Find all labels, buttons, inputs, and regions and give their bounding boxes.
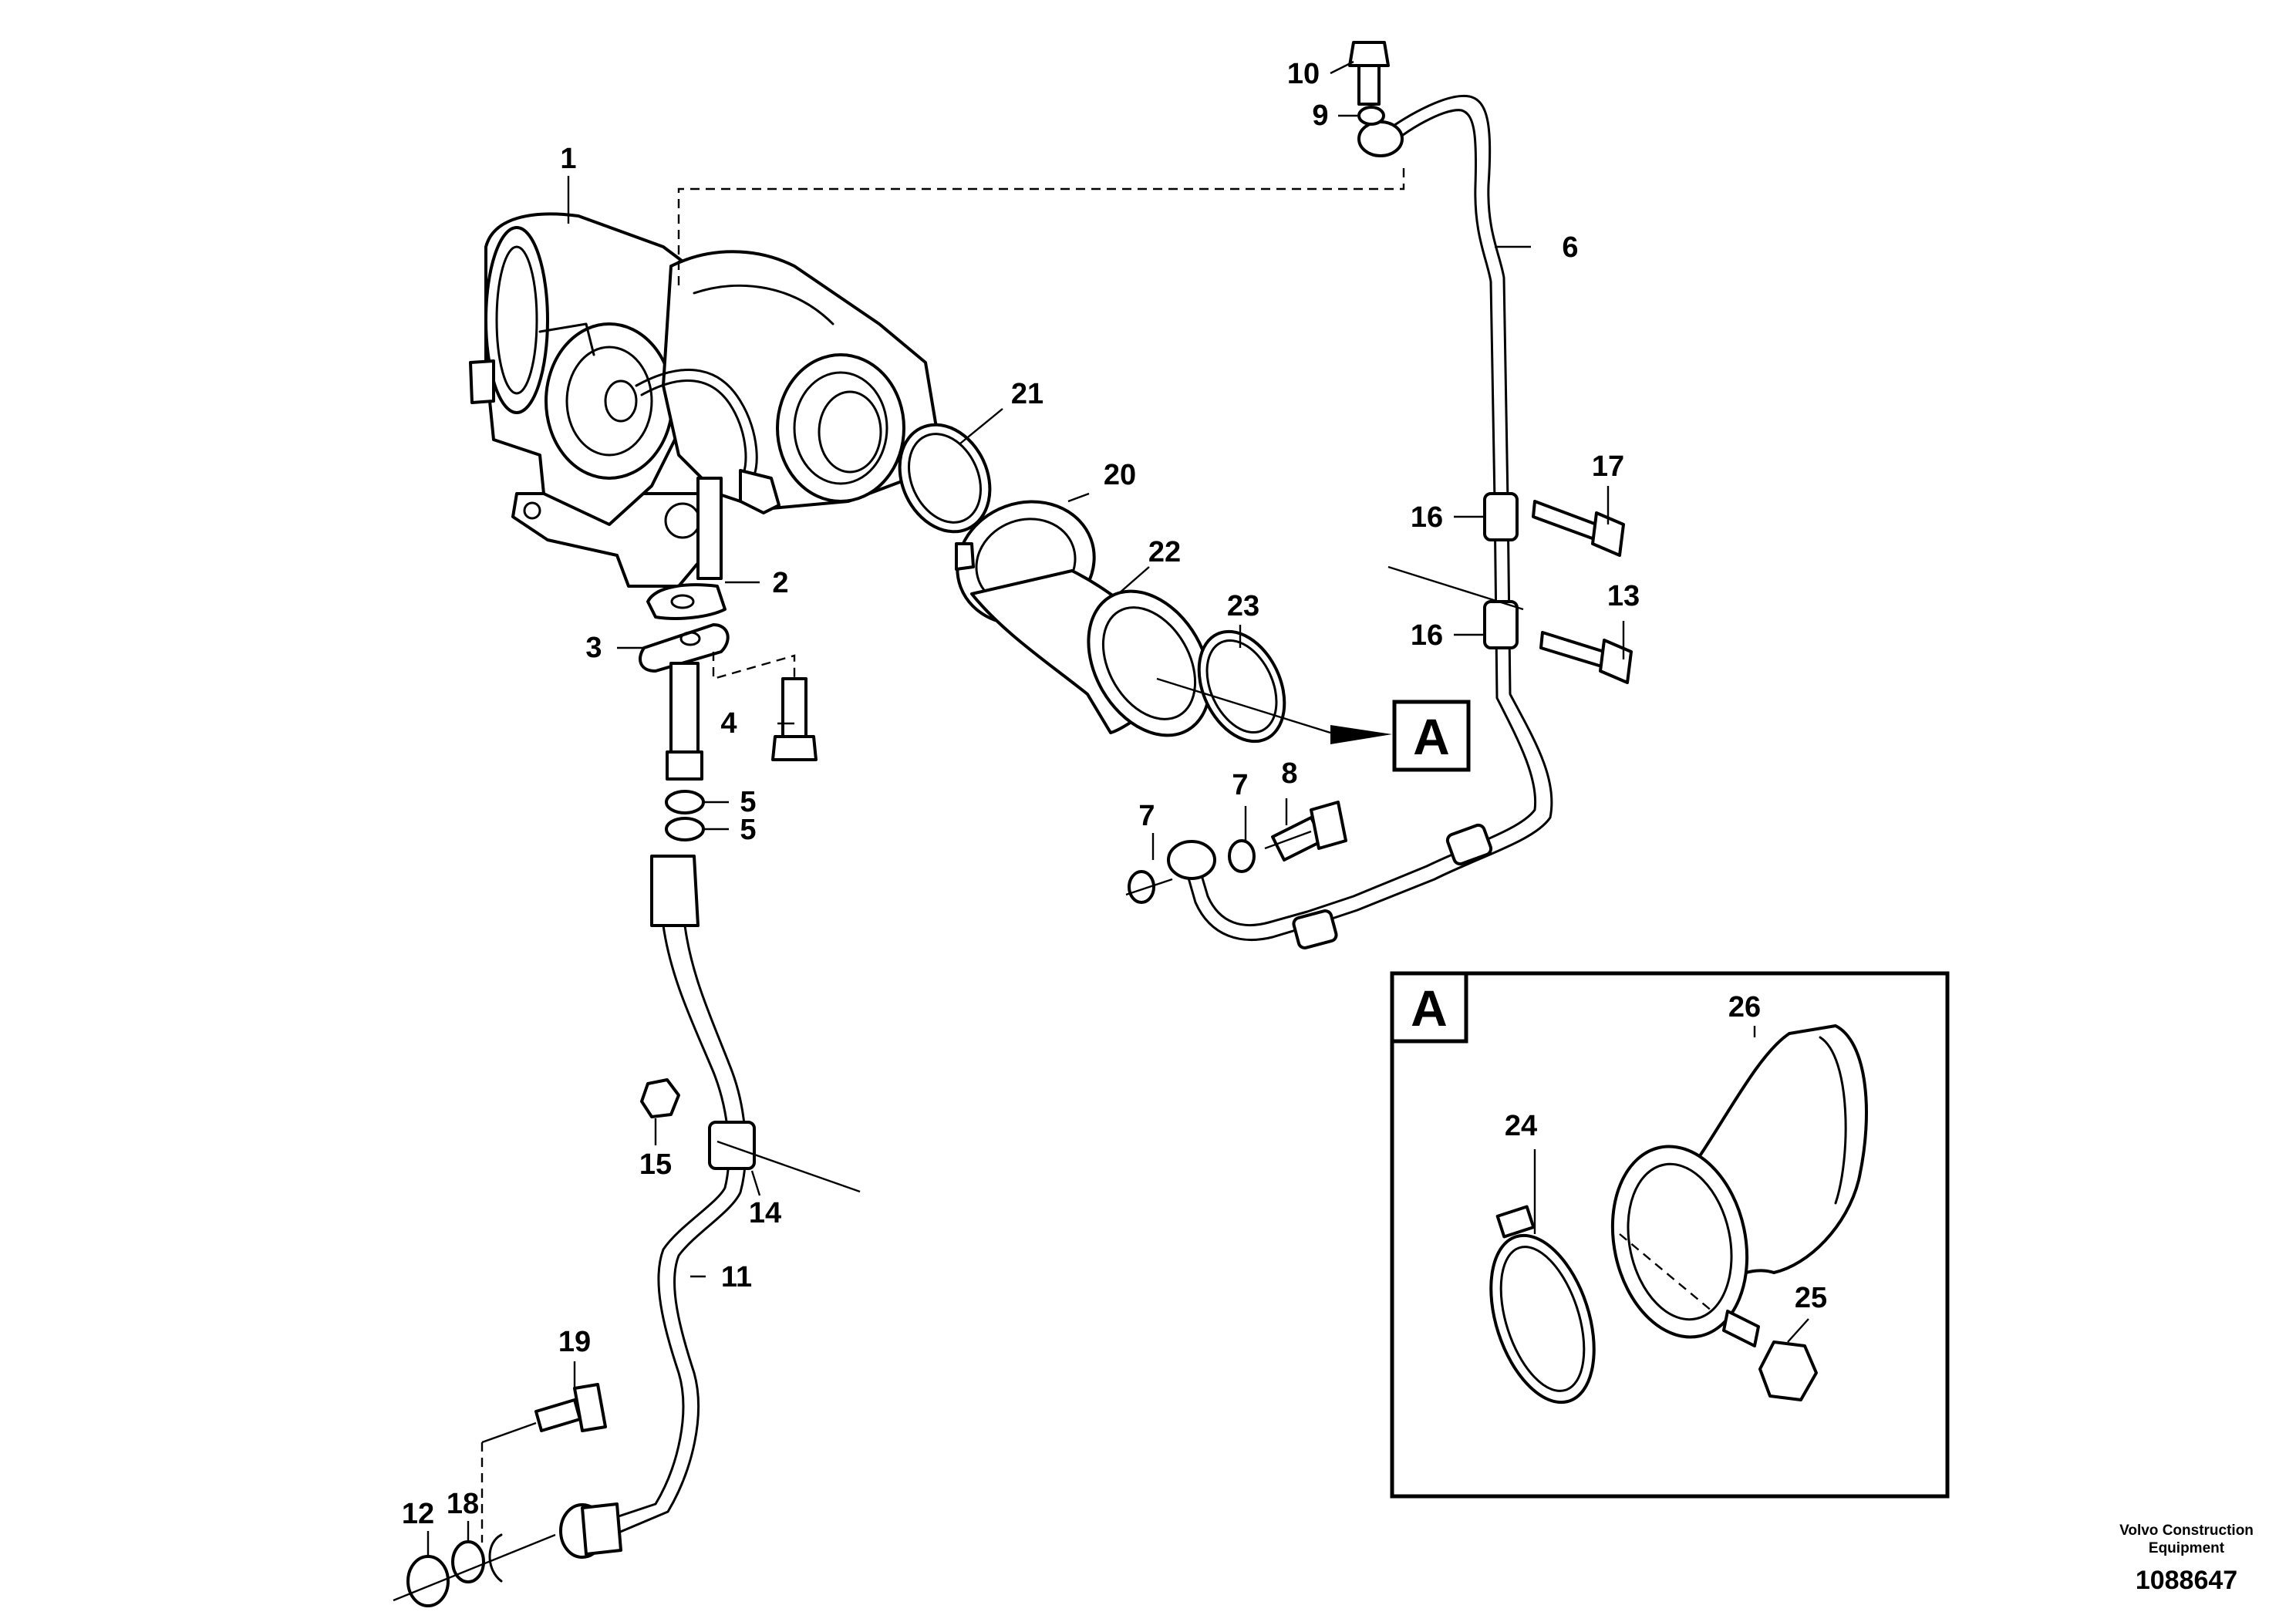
callout-numbers: 1 2 3 4 5 5 6 7 7 8 9 10 11 12 13 14 15 … xyxy=(402,58,1827,1530)
callout-10: 10 xyxy=(1287,58,1320,90)
callout-5-lower: 5 xyxy=(740,814,756,846)
sealing-washer-9 xyxy=(1357,106,1385,126)
dashed-reference-line-flange xyxy=(712,652,796,680)
turbocharger xyxy=(469,212,939,588)
sealing-washer-7b xyxy=(1128,870,1155,904)
callout-leaders xyxy=(426,60,1809,1556)
nut-15 xyxy=(640,1078,680,1118)
sealing-washer-7a xyxy=(1228,839,1256,873)
callout-16-lower: 16 xyxy=(1411,619,1443,652)
flange-3 xyxy=(639,623,730,673)
callout-26: 26 xyxy=(1728,991,1761,1023)
callout-5-upper: 5 xyxy=(740,786,756,818)
o-ring-18 xyxy=(451,1540,485,1583)
gasket-2 xyxy=(646,583,727,620)
dashed-reference-line-turbo xyxy=(677,162,1405,285)
callout-24: 24 xyxy=(1505,1110,1537,1142)
leader-19-axis xyxy=(481,1421,537,1444)
elbow-22 xyxy=(970,569,1212,737)
clamp-bolt-25 xyxy=(1722,1310,1818,1401)
callout-11: 11 xyxy=(721,1261,752,1293)
callout-25: 25 xyxy=(1795,1282,1827,1314)
callout-15: 15 xyxy=(639,1148,672,1181)
o-ring-5a xyxy=(665,790,705,814)
callout-3: 3 xyxy=(585,632,602,664)
o-ring-5b xyxy=(665,817,705,841)
drain-tube xyxy=(666,662,703,781)
callout-13: 13 xyxy=(1607,580,1640,612)
callout-14: 14 xyxy=(749,1197,781,1229)
dashed-reference-line-clamp xyxy=(1619,1233,1713,1312)
detail-A-label: A xyxy=(1411,980,1448,1037)
callout-7-left: 7 xyxy=(1138,800,1155,832)
callout-23: 23 xyxy=(1227,590,1259,622)
snap-ring xyxy=(488,1533,503,1583)
callout-6: 6 xyxy=(1562,231,1578,264)
callout-2: 2 xyxy=(772,567,788,599)
callout-22: 22 xyxy=(1148,536,1181,568)
document-number: 1088647 xyxy=(2136,1566,2237,1595)
bolt-13 xyxy=(1539,631,1633,684)
callout-20: 20 xyxy=(1104,459,1136,491)
oil-return-pipe-11 xyxy=(559,855,756,1559)
brand-name-line2: Equipment xyxy=(2149,1540,2225,1556)
detail-A-box: A xyxy=(1390,971,1950,1499)
leader-7-axis xyxy=(1125,830,1312,896)
banjo-bolt-10 xyxy=(1348,41,1390,106)
callout-12: 12 xyxy=(402,1498,434,1530)
callout-16-upper: 16 xyxy=(1411,501,1443,534)
brand-name-line1: Volvo Construction xyxy=(2119,1523,2254,1539)
callout-18: 18 xyxy=(447,1488,479,1520)
oil-feed-pipe xyxy=(1167,94,1553,949)
callout-1: 1 xyxy=(560,143,576,175)
banjo-bolt-8 xyxy=(1271,801,1347,862)
section-ref-A-label: A xyxy=(1413,708,1450,765)
callout-7-right: 7 xyxy=(1232,769,1248,801)
leader-14-axis xyxy=(716,1140,861,1193)
band-clamp-24 xyxy=(1489,1205,1596,1404)
bolt-19 xyxy=(534,1383,607,1432)
o-ring-23 xyxy=(1197,629,1286,744)
callout-21: 21 xyxy=(1011,378,1043,410)
callout-8: 8 xyxy=(1281,757,1297,790)
hose-26 xyxy=(1610,1024,1868,1339)
callout-17: 17 xyxy=(1592,450,1624,483)
callout-4: 4 xyxy=(720,707,737,740)
callout-9: 9 xyxy=(1312,99,1328,132)
leader-12-axis xyxy=(393,1533,556,1602)
flange-bolt-4 xyxy=(771,677,818,761)
callout-19: 19 xyxy=(558,1326,591,1358)
leader-13-axis xyxy=(1387,565,1524,611)
section-ref-A: A xyxy=(1156,677,1471,772)
bolt-17 xyxy=(1532,500,1625,557)
